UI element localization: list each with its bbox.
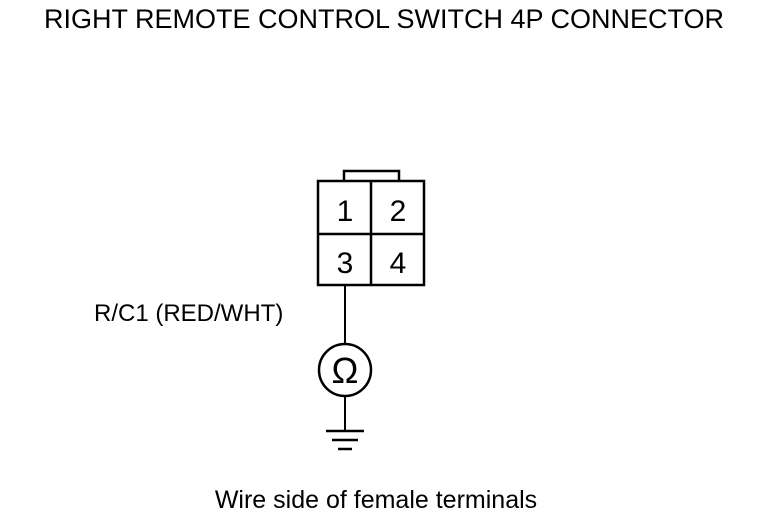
terminal-1: 1 — [337, 195, 354, 228]
diagram-caption: Wire side of female terminals — [214, 486, 538, 514]
terminal-2: 2 — [390, 195, 407, 228]
ground-icon — [326, 429, 364, 451]
diagram-title: RIGHT REMOTE CONTROL SWITCH 4P CONNECTOR — [43, 4, 725, 34]
connector-lock-tab — [342, 169, 401, 181]
wire-label: R/C1 (RED/WHT) — [94, 300, 284, 327]
ohm-symbol: Ω — [332, 350, 359, 391]
terminal-4: 4 — [390, 247, 407, 280]
terminal-3: 3 — [337, 247, 354, 280]
ohmmeter-icon: Ω — [317, 342, 373, 398]
